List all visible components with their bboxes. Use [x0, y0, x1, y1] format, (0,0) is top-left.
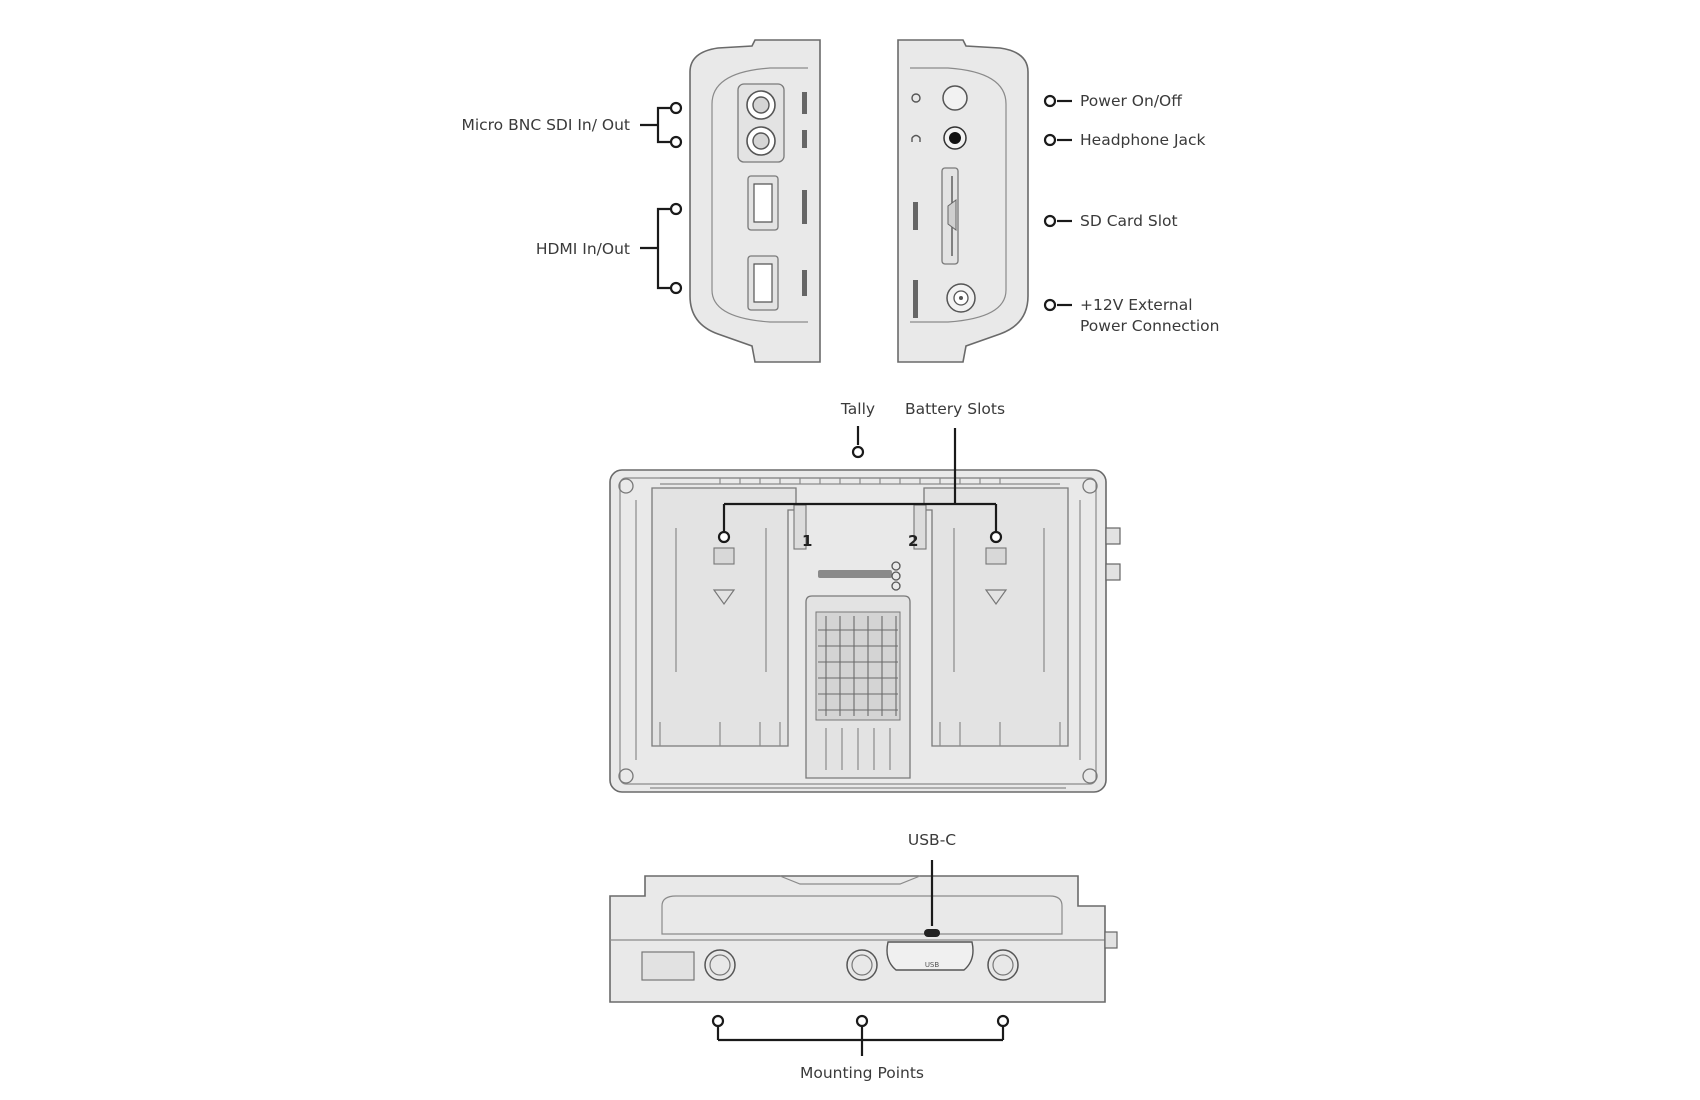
tally-callout: Tally	[840, 400, 875, 459]
hdmi-callout: HDMI In/Out	[536, 202, 683, 295]
micro-bnc-callout: Micro BNC SDI In/ Out	[461, 101, 683, 149]
battery-slot-1	[651, 487, 807, 747]
port-label-marks	[802, 92, 807, 296]
power-label: Power On/Off	[1080, 92, 1182, 110]
edge-knob	[1104, 931, 1118, 949]
sd-card-label: SD Card Slot	[1080, 212, 1178, 230]
tally-label: Tally	[840, 400, 875, 418]
battery-slots-callout: Battery Slots	[717, 400, 1005, 544]
mounting-hole	[704, 949, 736, 981]
power-button	[942, 85, 968, 111]
usb-port-text: USB	[925, 961, 940, 969]
slot-2-number: 2	[908, 532, 918, 550]
edge-connector	[1105, 563, 1121, 581]
right-side-view: Power On/Off Headphone Jack SD Card Slot…	[897, 39, 1220, 363]
corner-screw	[1082, 478, 1098, 494]
battery-slot-2	[913, 487, 1069, 747]
edge-connector	[1105, 527, 1121, 545]
mounting-hole	[987, 949, 1019, 981]
corner-screw	[618, 768, 634, 784]
left-side-view: Micro BNC SDI In/ Out HDMI In/Out	[461, 39, 821, 363]
mounting-points-callout: Mounting Points	[711, 1014, 1010, 1082]
brand-logo	[818, 561, 901, 591]
sdi-in-port	[746, 90, 776, 120]
ext-power-callout: +12V External Power Connection	[1043, 296, 1220, 335]
bottom-view: USB USB-C Mounting Points	[609, 831, 1118, 1082]
ext-power-label-line1: +12V External	[1080, 296, 1193, 314]
center-vent	[805, 595, 911, 779]
top-vent	[660, 477, 1060, 485]
corner-screw	[1082, 768, 1098, 784]
hdmi-out-port	[747, 175, 779, 231]
hdmi-in-port	[747, 255, 779, 311]
micro-bnc-label: Micro BNC SDI In/ Out	[461, 116, 630, 134]
dc-power-jack	[946, 283, 976, 313]
sd-card-slot	[941, 167, 959, 265]
hdmi-label: HDMI In/Out	[536, 240, 630, 258]
ext-power-label-line2: Power Connection	[1080, 317, 1220, 335]
back-view: 1 2 Tally	[609, 400, 1121, 793]
power-callout: Power On/Off	[1043, 92, 1182, 110]
headphone-callout: Headphone Jack	[1043, 131, 1206, 149]
usb-c-label: USB-C	[908, 831, 956, 849]
usb-c-callout: USB-C	[908, 831, 956, 926]
corner-screw	[618, 478, 634, 494]
sdi-out-port	[746, 126, 776, 156]
slot-1-number: 1	[802, 532, 812, 550]
usb-c-port: USB	[886, 929, 974, 971]
mounting-hole	[846, 949, 878, 981]
sd-card-callout: SD Card Slot	[1043, 212, 1178, 230]
bottom-label-plate	[641, 951, 695, 981]
battery-slots-label: Battery Slots	[905, 400, 1005, 418]
power-indicator-icon	[911, 93, 921, 103]
mounting-points-label: Mounting Points	[800, 1064, 924, 1082]
headphone-icon	[911, 134, 921, 142]
headphone-label: Headphone Jack	[1080, 131, 1206, 149]
